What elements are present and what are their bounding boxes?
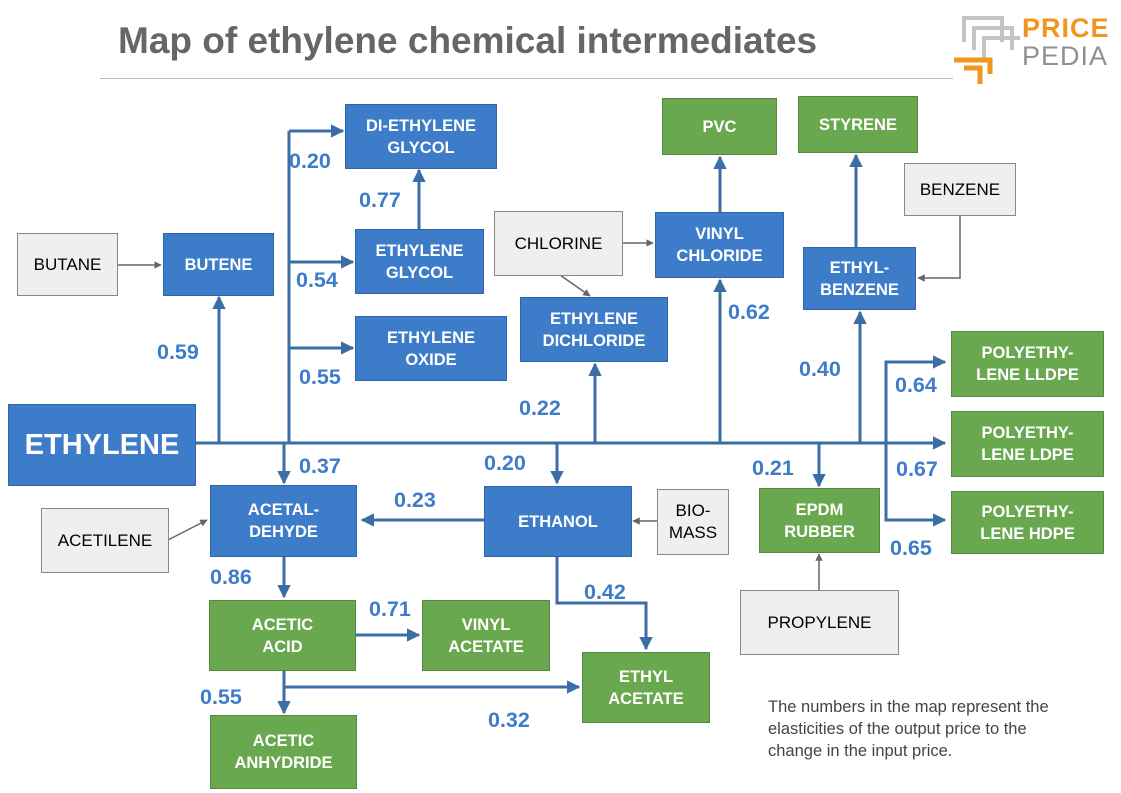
arrow-benzene-to-ethyl-benzene: [917, 215, 961, 282]
node-vinyl-chloride: VINYL CHLORIDE: [655, 212, 784, 278]
node-chlorine: CHLORINE: [494, 211, 623, 276]
elasticity-ethyl-benzene: 0.40: [799, 357, 841, 381]
elasticity-ethylene-dichloride: 0.22: [519, 396, 561, 420]
node-propylene: PROPYLENE: [740, 590, 899, 655]
node-epdm-rubber: EPDM RUBBER: [759, 488, 880, 553]
elasticity-eg-to-deg: 0.77: [359, 188, 401, 212]
node-vinyl-acetate: VINYL ACETATE: [422, 600, 550, 671]
node-ethyl-benzene: ETHYL- BENZENE: [803, 247, 916, 310]
node-ethylene: ETHYLENE: [8, 404, 196, 486]
node-ethyl-acetate: ETHYL ACETATE: [582, 652, 710, 723]
elasticity-ldpe: 0.67: [896, 457, 938, 481]
arrow-acetilene-to-acetaldehyde: [167, 519, 208, 541]
node-acetilene: ACETILENE: [41, 508, 169, 573]
arrow-ethanol-to-ethyl-acetate: [555, 557, 653, 651]
elasticity-ethylene-oxide: 0.55: [299, 365, 341, 389]
node-styrene: STYRENE: [798, 96, 918, 153]
elasticity-acetic-acid: 0.86: [210, 565, 252, 589]
node-ethylene-glycol: ETHYLENE GLYCOL: [355, 229, 484, 294]
elasticity-vinyl-chloride: 0.62: [728, 300, 770, 324]
node-acetic-acid: ACETIC ACID: [209, 600, 356, 671]
node-butane: BUTANE: [17, 233, 118, 296]
elasticity-acetic-anhydride: 0.55: [200, 685, 242, 709]
arrow-chlorine-to-ethylene-dichloride: [559, 274, 591, 297]
title-divider: [100, 78, 953, 79]
logo-mark-icon: [954, 16, 1020, 84]
arrow-to-lldpe: [884, 355, 947, 443]
node-acetaldehyde: ACETAL- DEHYDE: [210, 485, 357, 557]
node-ethanol: ETHANOL: [484, 486, 632, 557]
elasticity-acid-to-ethyl-acetate: 0.32: [488, 708, 530, 732]
elasticity-di-ethylene-glycol: 0.20: [289, 149, 331, 173]
pricepedia-logo: PRICE PEDIA: [950, 12, 1110, 87]
node-di-ethylene-glycol: DI-ETHYLENE GLYCOL: [345, 104, 497, 169]
node-ethylene-oxide: ETHYLENE OXIDE: [355, 316, 507, 381]
elasticity-epdm: 0.21: [752, 456, 794, 480]
node-pvc: PVC: [662, 98, 777, 155]
node-biomass: BIO- MASS: [657, 489, 729, 555]
elasticity-acetaldehyde: 0.37: [299, 454, 341, 478]
elasticity-ethanol-to-acetaldehyde: 0.23: [394, 488, 436, 512]
logo-text-price: PRICE: [1022, 13, 1110, 43]
page-title: Map of ethylene chemical intermediates: [118, 20, 818, 61]
node-polyethylene-hdpe: POLYETHY- LENE HDPE: [951, 491, 1104, 554]
node-acetic-anhydride: ACETIC ANHYDRIDE: [210, 715, 357, 789]
elasticity-ethylene-glycol: 0.54: [296, 268, 338, 292]
node-polyethylene-lldpe: POLYETHY- LENE LLDPE: [951, 331, 1104, 397]
footnote: The numbers in the map represent the ela…: [768, 698, 1049, 760]
elasticity-butene: 0.59: [157, 340, 199, 364]
elasticity-ethanol: 0.20: [484, 451, 526, 475]
elasticity-hdpe: 0.65: [890, 536, 932, 560]
node-benzene: BENZENE: [904, 163, 1016, 216]
node-ethylene-dichloride: ETHYLENE DICHLORIDE: [520, 297, 668, 362]
arrow-to-hdpe: [884, 443, 947, 527]
elasticity-vinyl-acetate: 0.71: [369, 597, 411, 621]
elasticity-lldpe: 0.64: [895, 373, 937, 397]
logo-text-pedia: PEDIA: [1022, 41, 1109, 71]
node-polyethylene-ldpe: POLYETHY- LENE LDPE: [951, 411, 1104, 477]
elasticity-ethanol-to-ethyl-acetate: 0.42: [584, 580, 626, 604]
node-butene: BUTENE: [163, 233, 274, 296]
